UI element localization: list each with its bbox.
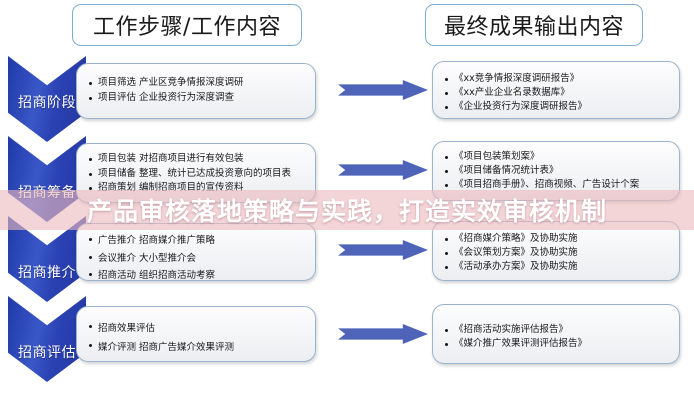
stage-chevron-3 — [8, 216, 86, 302]
list-item: 项目包装 对招商项目进行有效包装 — [89, 152, 305, 167]
list-item: 招商效果评估 — [89, 319, 305, 338]
list-item: 《招商媒介策略》及协助实施 — [445, 232, 669, 246]
list-item: 媒介评测 招商广告媒介效果评测 — [89, 338, 305, 357]
list-item: 《项目招商手册》、招商视频、广告设计个案 — [445, 178, 669, 192]
column-header-work-steps: 工作步骤/工作内容 — [72, 4, 302, 46]
output-card-4: 《招商活动实施评估报告》 《媒介推广效果评测评估报告》 — [432, 304, 680, 364]
work-steps-card-4: 招商效果评估 媒介评测 招商广告媒介效果评测 — [76, 306, 316, 362]
list-item: 《xx产业企业名录数据库》 — [445, 86, 669, 100]
list-item: 《媒介推广效果评测评估报告》 — [445, 337, 669, 351]
work-steps-list-4: 招商效果评估 媒介评测 招商广告媒介效果评测 — [89, 319, 305, 357]
output-card-2: 《项目包装策划案》 《项目储备情况统计表》 《项目招商手册》、招商视频、广告设计… — [432, 141, 680, 201]
list-item: 招商策划 编制招商项目的宣传资料 — [89, 181, 305, 196]
list-item: 会议推介 大小型推介会 — [89, 250, 305, 268]
list-item: 《项目包装策划案》 — [445, 150, 669, 164]
stage-chevron-4 — [8, 296, 86, 382]
list-item: 《xx竞争情报深度调研报告》 — [445, 72, 669, 86]
flow-arrow-1 — [338, 80, 428, 100]
work-steps-card-2: 项目包装 对招商项目进行有效包装 项目储备 整理、统计已达成投资意向的项目表 招… — [76, 143, 316, 203]
work-steps-card-3: 广告推介 招商媒介推广策略 会议推介 大小型推介会 招商活动 组织招商活动考察 — [76, 223, 316, 281]
list-item: 项目储备 整理、统计已达成投资意向的项目表 — [89, 167, 305, 182]
work-steps-list-2: 项目包装 对招商项目进行有效包装 项目储备 整理、统计已达成投资意向的项目表 招… — [89, 152, 305, 196]
list-item: 《会议策划方案》及协助实施 — [445, 246, 669, 260]
stage-chevron-2 — [8, 136, 86, 222]
list-item: 《活动承办方案》及协助实施 — [445, 260, 669, 274]
output-card-3: 《招商媒介策略》及协助实施 《会议策划方案》及协助实施 《活动承办方案》及协助实… — [432, 221, 680, 281]
list-item: 项目筛选 产业区竞争情报深度调研 — [89, 76, 305, 91]
output-list-2: 《项目包装策划案》 《项目储备情况统计表》 《项目招商手册》、招商视频、广告设计… — [445, 150, 669, 191]
flow-arrow-2 — [338, 160, 428, 180]
work-steps-list-3: 广告推介 招商媒介推广策略 会议推介 大小型推介会 招商活动 组织招商活动考察 — [89, 232, 305, 285]
output-list-3: 《招商媒介策略》及协助实施 《会议策划方案》及协助实施 《活动承办方案》及协助实… — [445, 232, 669, 273]
output-card-1: 《xx竞争情报深度调研报告》 《xx产业企业名录数据库》 《企业投资行为深度调研… — [432, 61, 680, 119]
list-item: 《项目储备情况统计表》 — [445, 164, 669, 178]
list-item: 招商活动 组织招商活动考察 — [89, 267, 305, 285]
flow-arrow-3 — [338, 240, 428, 260]
flow-arrow-4 — [338, 324, 428, 344]
output-list-1: 《xx竞争情报深度调研报告》 《xx产业企业名录数据库》 《企业投资行为深度调研… — [445, 72, 669, 113]
list-item: 《招商活动实施评估报告》 — [445, 323, 669, 337]
work-steps-list-1: 项目筛选 产业区竞争情报深度调研 项目评估 企业投资行为深度调查 — [89, 76, 305, 105]
list-item: 项目评估 企业投资行为深度调查 — [89, 91, 305, 106]
list-item: 《企业投资行为深度调研报告》 — [445, 100, 669, 114]
work-steps-card-1: 项目筛选 产业区竞争情报深度调研 项目评估 企业投资行为深度调查 — [76, 63, 316, 119]
stage-chevron-1 — [8, 56, 86, 142]
output-list-4: 《招商活动实施评估报告》 《媒介推广效果评测评估报告》 — [445, 323, 669, 351]
list-item: 广告推介 招商媒介推广策略 — [89, 232, 305, 250]
column-header-final-output: 最终成果输出内容 — [425, 4, 643, 46]
